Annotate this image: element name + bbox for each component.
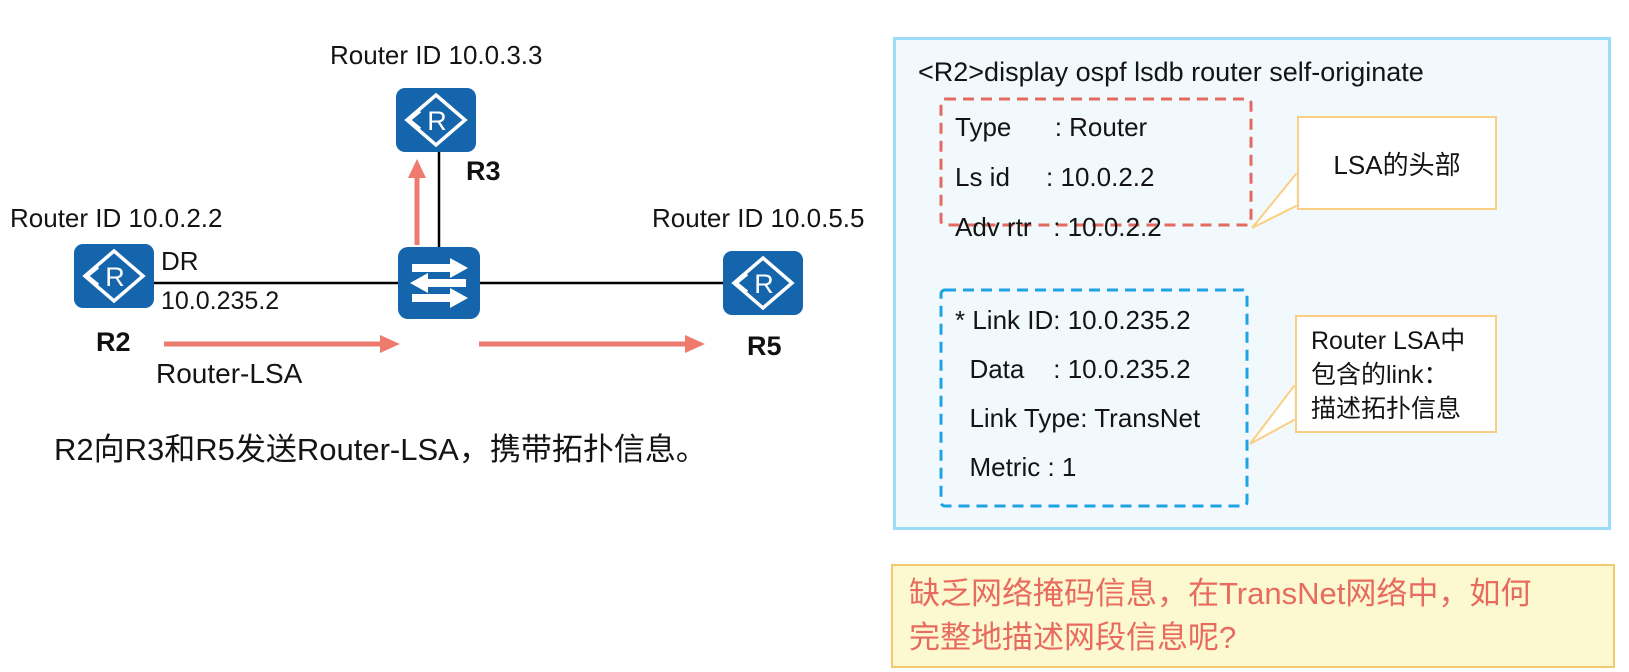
cli-command: <R2>display ospf lsdb router self-origin… xyxy=(918,57,1424,87)
lsa-arrow-switch-to-r5 xyxy=(479,335,705,353)
lsa-header-row: Type : Router xyxy=(955,112,1148,142)
question-line: 缺乏网络掩码信息，在TransNet网络中，如何 xyxy=(909,576,1532,611)
callout-link-line: Router LSA中 xyxy=(1311,327,1466,355)
dr-label: DR xyxy=(161,246,199,276)
svg-text:R: R xyxy=(754,269,774,299)
callout-link-line: 描述拓扑信息 xyxy=(1311,395,1462,423)
switch-icon xyxy=(398,247,480,319)
r2-router-id: Router ID 10.0.2.2 xyxy=(10,203,223,233)
router-lsa-arrow-label: Router-LSA xyxy=(156,358,303,389)
link-row: Metric : 1 xyxy=(955,452,1077,482)
r3-name: R3 xyxy=(466,156,501,186)
callout-link-block: Router LSA中 包含的link： 描述拓扑信息 xyxy=(1295,315,1497,433)
callout-link-line: 包含的link： xyxy=(1311,361,1449,389)
lsa-header-row: Ls id : 10.0.2.2 xyxy=(955,162,1155,192)
link-block-rows: * Link ID: 10.0.235.2 Data : 10.0.235.2 … xyxy=(955,296,1200,492)
link-row: * Link ID: 10.0.235.2 xyxy=(955,305,1191,335)
r2-name: R2 xyxy=(96,327,131,357)
callout-lsa-header-text: LSA的头部 xyxy=(1333,149,1461,180)
r5-router-id: Router ID 10.0.5.5 xyxy=(652,203,865,233)
callout-lsa-header: LSA的头部 xyxy=(1297,116,1497,210)
svg-text:R: R xyxy=(105,262,125,292)
question-line: 完整地描述网段信息呢? xyxy=(909,620,1237,655)
lsa-header-row: Adv rtr : 10.0.2.2 xyxy=(955,212,1162,242)
lsa-header-rows: Type : Router Ls id : 10.0.2.2 Adv rtr :… xyxy=(955,102,1162,252)
lsa-arrow-up-to-r3 xyxy=(408,159,426,245)
r2-interface-ip: 10.0.235.2 xyxy=(161,287,280,315)
router-icon-r2: R xyxy=(74,244,154,308)
link-row: Data : 10.0.235.2 xyxy=(955,354,1191,384)
svg-text:R: R xyxy=(427,106,447,136)
router-icon-r3: R xyxy=(396,88,476,152)
question-box: 缺乏网络掩码信息，在TransNet网络中，如何 完整地描述网段信息呢? xyxy=(891,564,1615,668)
figure-caption: R2向R3和R5发送Router-LSA，携带拓扑信息。 xyxy=(54,432,707,467)
r5-name: R5 xyxy=(747,331,782,361)
r3-router-id: Router ID 10.0.3.3 xyxy=(330,40,543,70)
router-icon-r5: R xyxy=(723,251,803,315)
lsa-arrow-r2-to-switch xyxy=(164,335,400,353)
topology-links xyxy=(150,150,726,353)
link-row: Link Type: TransNet xyxy=(955,403,1201,433)
